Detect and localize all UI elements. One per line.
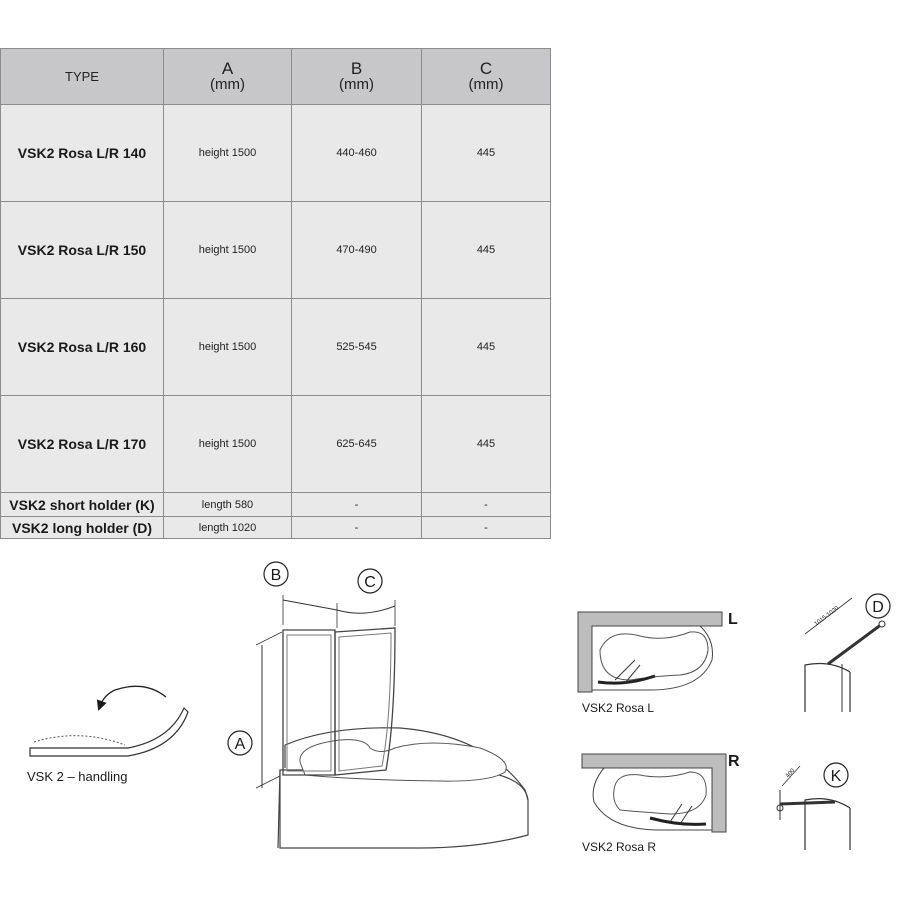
table-row: VSK2 long holder (D) length 1020 - - [0, 516, 551, 539]
row-a: height 1500 [163, 298, 292, 396]
holder-d-letter: D [872, 599, 884, 616]
holder-k-detail: 400 K [776, 762, 851, 850]
row-c: 445 [421, 104, 551, 202]
row-type: VSK2 short holder (K) [0, 492, 164, 517]
row-c: 445 [421, 298, 551, 396]
rosa-l-letter: L [728, 611, 738, 628]
header-col-b: B (mm) [291, 48, 422, 105]
rosa-l-caption: VSK2 Rosa L [582, 701, 654, 715]
holder-d-detail: 1015-1020 D [804, 593, 891, 712]
label-k-circle [823, 762, 849, 788]
row-b: 440-460 [291, 104, 422, 202]
row-type: VSK2 Rosa L/R 160 [0, 298, 164, 396]
bath-screen-diagram: B C A [227, 561, 529, 849]
row-a: height 1500 [163, 201, 292, 299]
row-a: length 580 [163, 492, 292, 517]
row-c: - [421, 492, 551, 517]
handling-diagram: VSK 2 – handling [27, 685, 189, 784]
spec-table: TYPE A (mm) B (mm) C (mm) VSK2 Rosa L/R … [0, 48, 551, 539]
label-a-circle [227, 730, 253, 756]
table-row: VSK2 Rosa L/R 150 height 1500 470-490 44… [0, 201, 551, 299]
row-type: VSK2 Rosa L/R 140 [0, 104, 164, 202]
table-row: VSK2 Rosa L/R 140 height 1500 440-460 44… [0, 104, 551, 202]
row-b: 470-490 [291, 201, 422, 299]
row-c: - [421, 516, 551, 539]
rosa-r-plan: R VSK2 Rosa R [581, 753, 740, 854]
row-c: 445 [421, 201, 551, 299]
row-c: 445 [421, 395, 551, 493]
table-header-row: TYPE A (mm) B (mm) C (mm) [0, 48, 551, 105]
row-a: height 1500 [163, 104, 292, 202]
row-a: height 1500 [163, 395, 292, 493]
holder-k-letter: K [831, 768, 842, 785]
row-b: 525-545 [291, 298, 422, 396]
row-b: - [291, 492, 422, 517]
table-row: VSK2 Rosa L/R 170 height 1500 625-645 44… [0, 395, 551, 493]
row-type: VSK2 Rosa L/R 170 [0, 395, 164, 493]
row-b: 625-645 [291, 395, 422, 493]
header-type: TYPE [0, 48, 164, 105]
handling-caption: VSK 2 – handling [27, 769, 127, 784]
label-c-circle [357, 568, 383, 594]
label-c: C [364, 574, 376, 591]
row-type: VSK2 long holder (D) [0, 516, 164, 539]
label-a: A [235, 736, 246, 753]
rosa-r-caption: VSK2 Rosa R [582, 840, 656, 854]
header-col-a: A (mm) [163, 48, 292, 105]
row-type: VSK2 Rosa L/R 150 [0, 201, 164, 299]
holder-d-dimension: 1015-1020 [814, 605, 841, 627]
rotate-arrow-icon [96, 685, 167, 711]
row-a: length 1020 [163, 516, 292, 539]
label-b: B [271, 567, 282, 584]
label-d-circle [865, 593, 891, 619]
rosa-l-plan: L VSK2 Rosa L [577, 611, 738, 715]
row-b: - [291, 516, 422, 539]
table-row: VSK2 Rosa L/R 160 height 1500 525-545 44… [0, 298, 551, 396]
label-b-circle [263, 561, 289, 587]
table-row: VSK2 short holder (K) length 580 - - [0, 492, 551, 517]
header-col-c: C (mm) [421, 48, 551, 105]
holder-k-dimension: 400 [785, 767, 797, 779]
rosa-r-letter: R [728, 753, 740, 770]
